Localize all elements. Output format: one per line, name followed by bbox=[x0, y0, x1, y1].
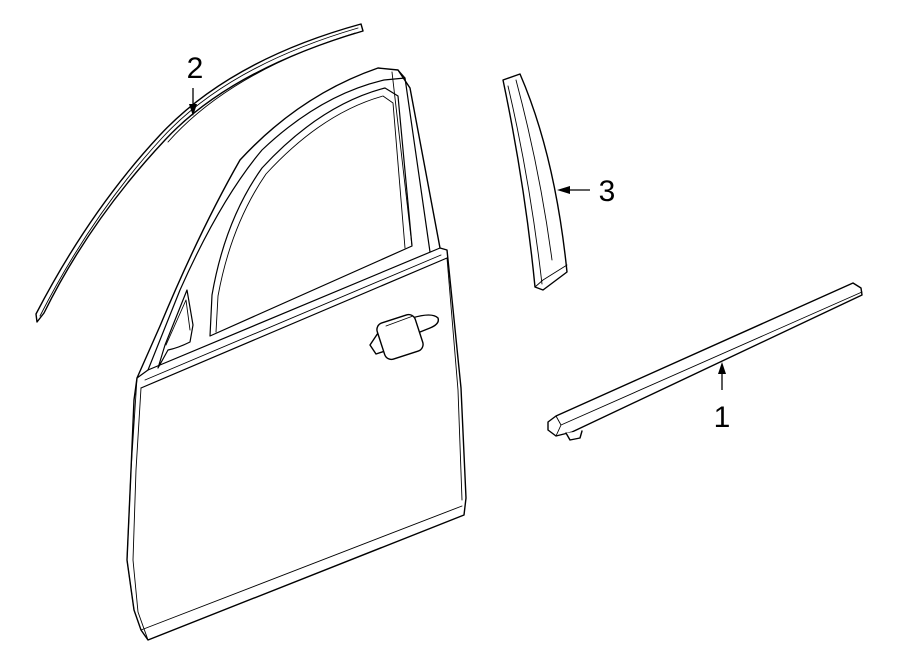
pillar-applique-part-3[interactable] bbox=[502, 73, 568, 291]
callout-1-label: 1 bbox=[714, 401, 731, 434]
callout-2-label: 2 bbox=[187, 52, 204, 85]
roof-molding-part-2[interactable] bbox=[35, 23, 364, 323]
callout-2: 2 bbox=[187, 52, 204, 116]
door-handle[interactable] bbox=[369, 313, 440, 362]
callout-3: 3 bbox=[557, 175, 615, 208]
callout-1: 1 bbox=[714, 362, 731, 434]
belt-molding-part-1[interactable] bbox=[547, 282, 863, 441]
callout-3-label: 3 bbox=[599, 175, 616, 208]
front-door[interactable] bbox=[126, 67, 467, 641]
